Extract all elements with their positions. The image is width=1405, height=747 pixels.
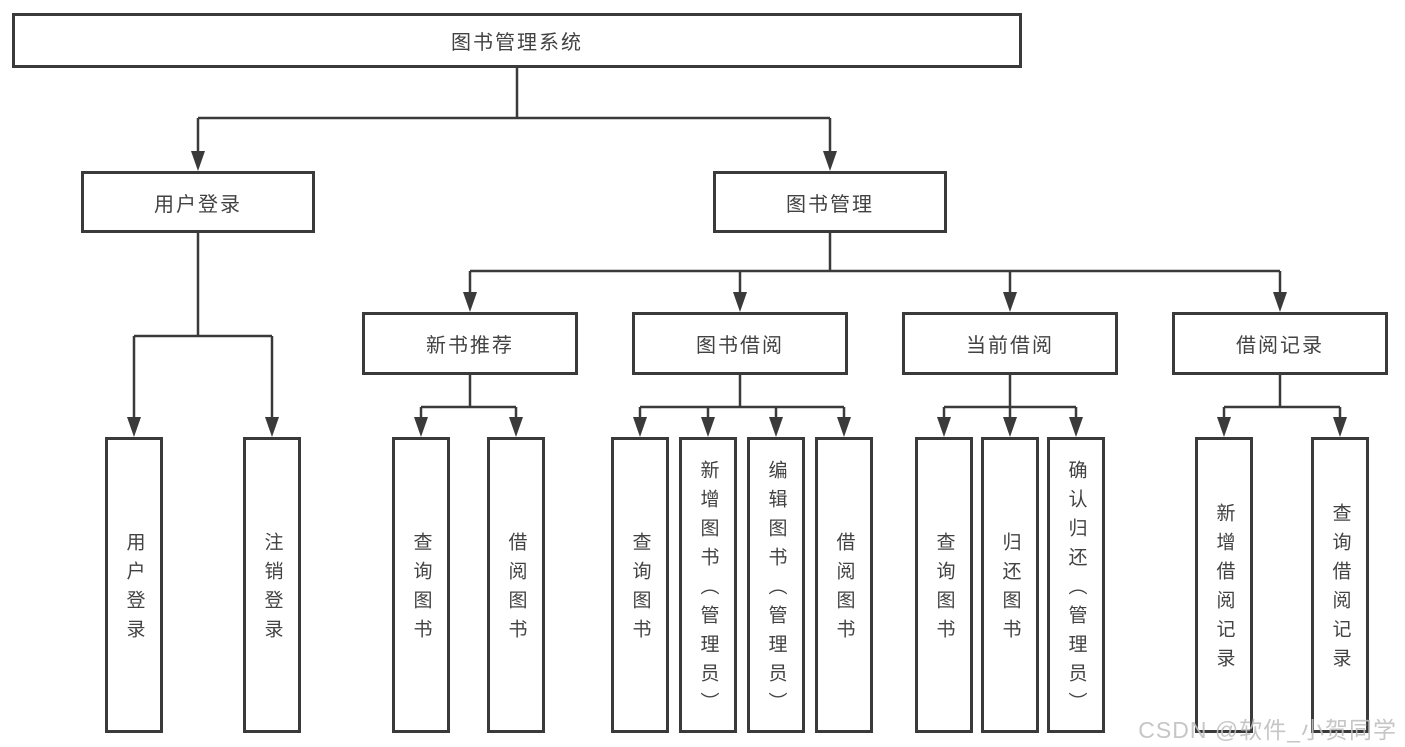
node-new-book-recommendation: 新书推荐: [362, 312, 578, 375]
node-user-login: 用户登录: [81, 171, 315, 233]
node-logout-leaf: 注销登录: [243, 437, 301, 733]
node-borrowing-records: 借阅记录: [1172, 312, 1388, 375]
node-query-books-borrow: 查询图书: [611, 437, 669, 733]
node-current-borrowing: 当前借阅: [902, 312, 1118, 375]
node-library-system: 图书管理系统: [12, 13, 1022, 68]
node-confirm-return-admin: 确认归还（管理员）: [1047, 437, 1105, 733]
node-user-login-leaf: 用户登录: [105, 437, 163, 733]
node-edit-book-admin: 编辑图书（管理员）: [747, 437, 805, 733]
node-add-book-admin: 新增图书（管理员）: [679, 437, 737, 733]
node-book-management: 图书管理: [713, 171, 947, 233]
node-return-book: 归还图书: [981, 437, 1039, 733]
node-query-borrow-record: 查询借阅记录: [1311, 437, 1369, 733]
node-add-borrow-record: 新增借阅记录: [1195, 437, 1253, 733]
node-query-books-recommend: 查询图书: [392, 437, 450, 733]
node-query-books-current: 查询图书: [915, 437, 973, 733]
node-book-borrowing: 图书借阅: [632, 312, 848, 375]
node-borrow-books-leaf: 借阅图书: [815, 437, 873, 733]
node-borrow-books-recommend: 借阅图书: [487, 437, 545, 733]
